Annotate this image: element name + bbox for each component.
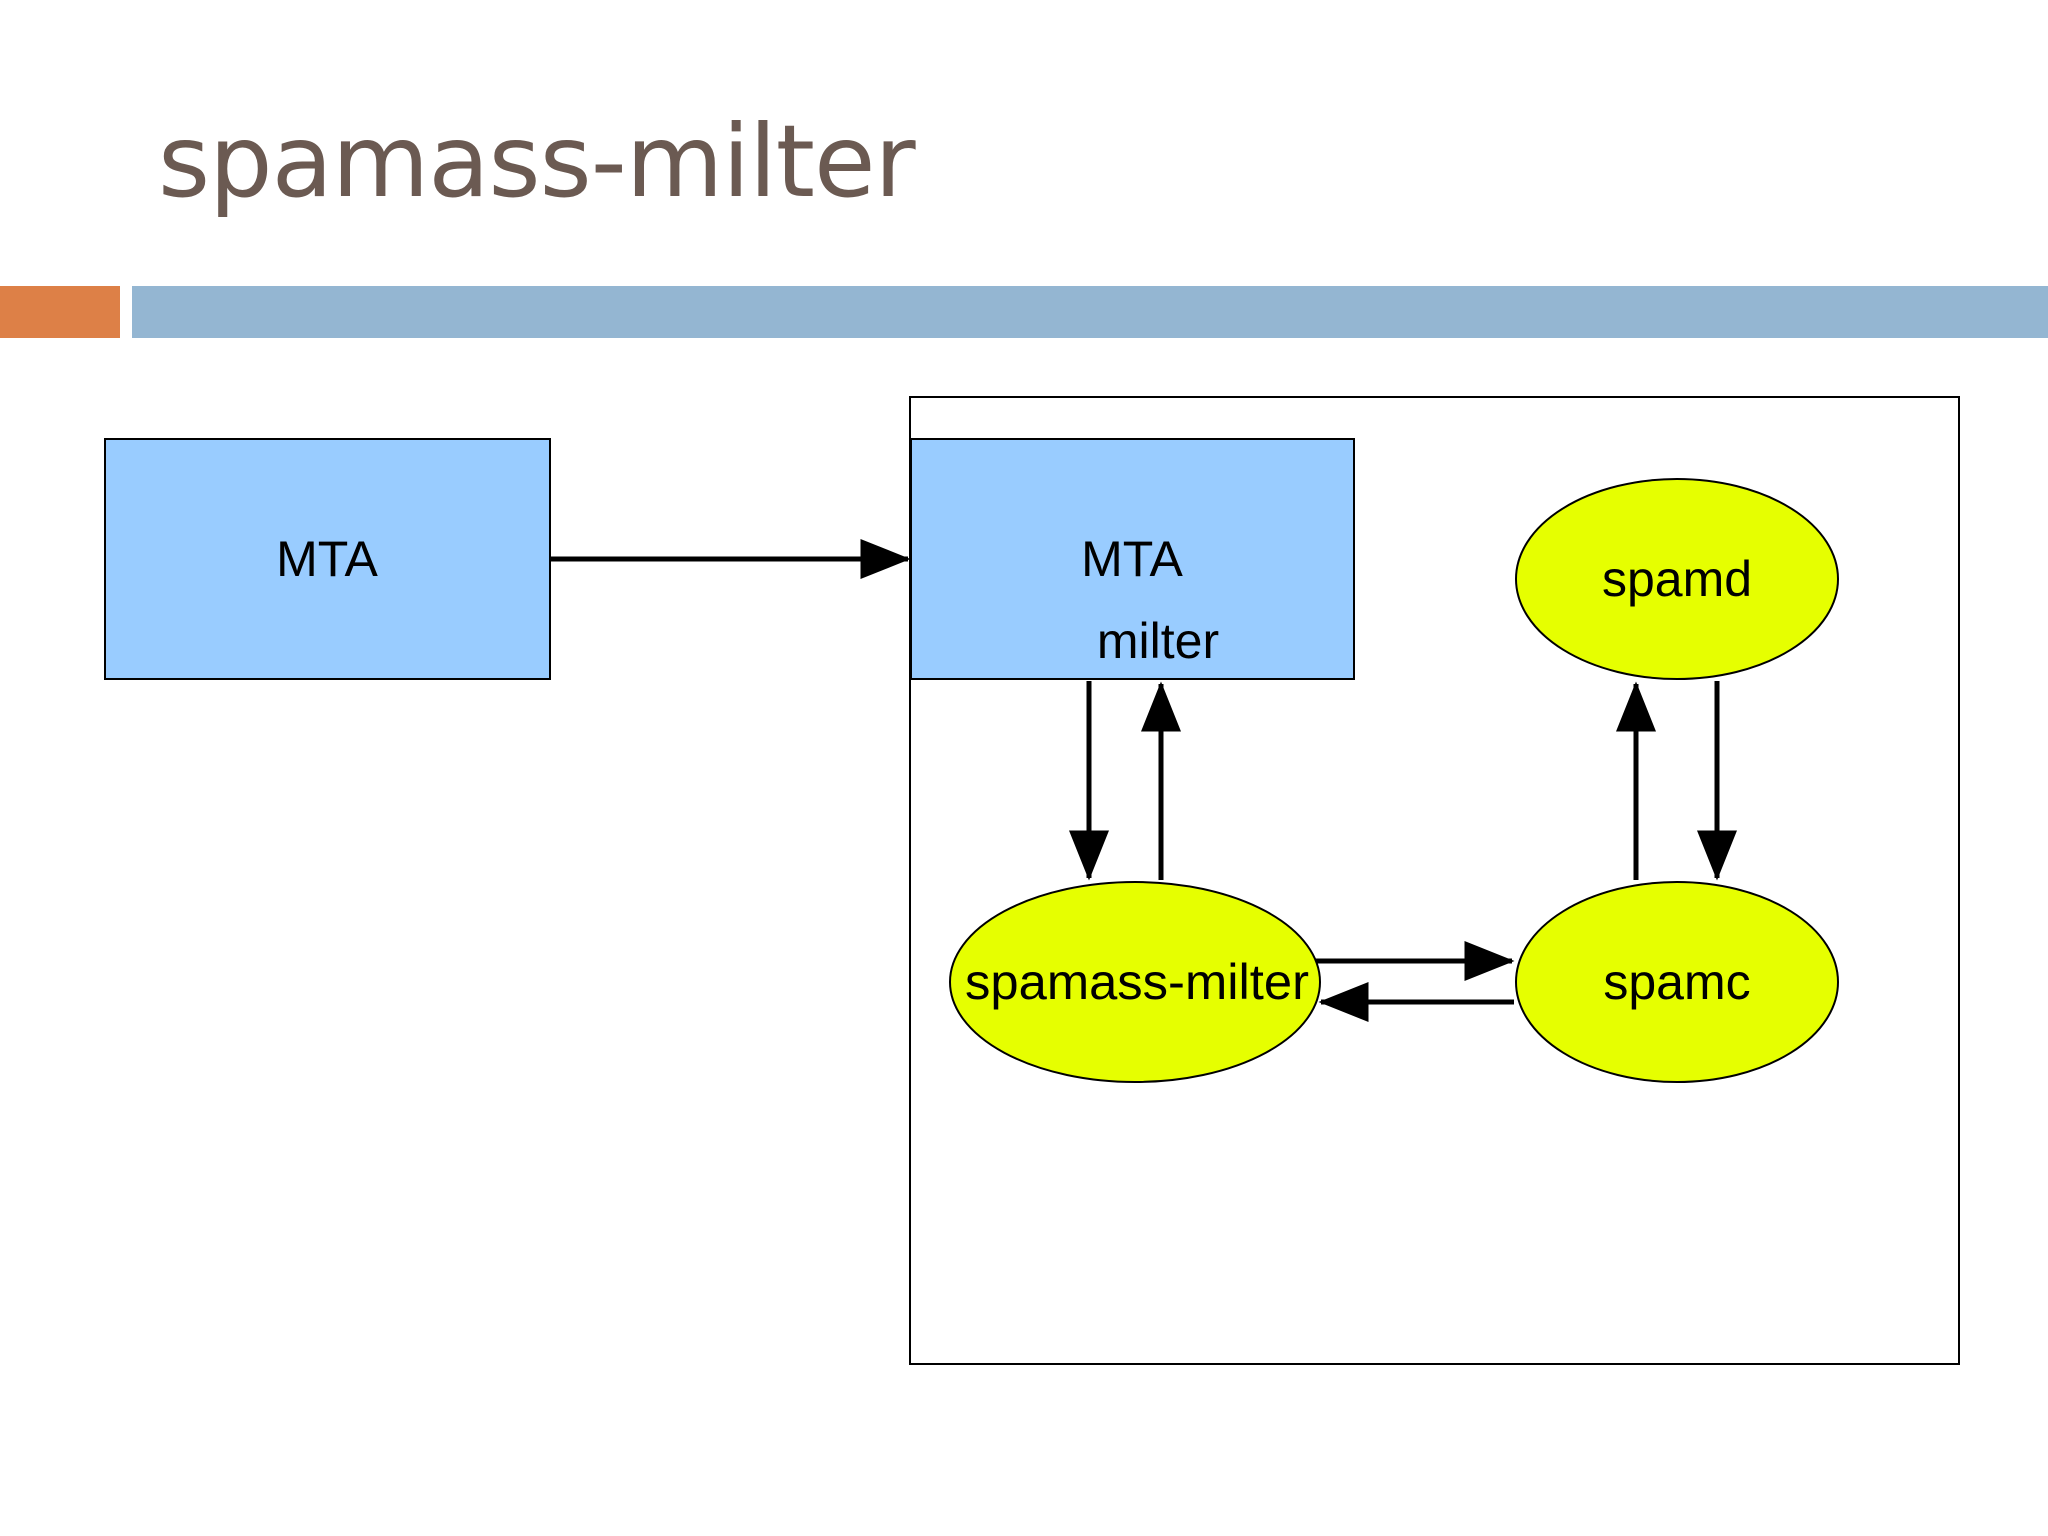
container-frame [909,396,1960,1365]
slide-title: spamass-milter [158,103,916,220]
spamd-node [1515,478,1839,680]
mta-external-label: MTA [276,531,378,587]
spamc-node [1515,881,1839,1083]
accent-bar-blue [132,286,2048,338]
mta-milter-label-line1: MTA [1081,531,1183,587]
spamc-label: spamc [1603,954,1750,1010]
mta-milter-label-line2: milter [1097,613,1219,669]
mta-milter-box [910,438,1355,680]
accent-bar-orange [0,286,120,338]
spamd-label: spamd [1602,551,1752,607]
spamass-milter-label: spamass-milter [965,954,1309,1010]
